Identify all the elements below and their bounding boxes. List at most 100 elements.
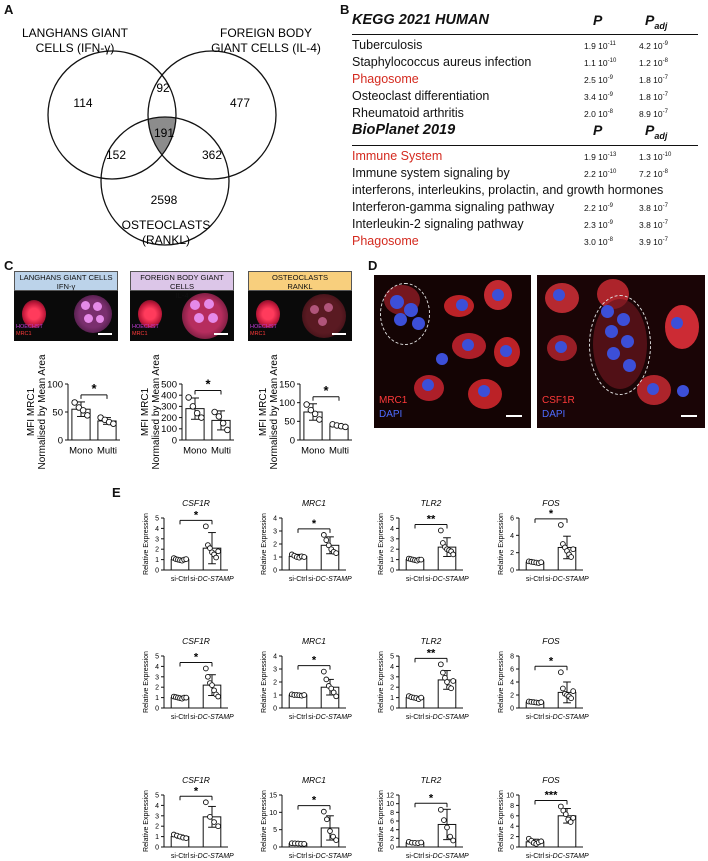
data-point: [183, 556, 190, 562]
data-point: [323, 537, 330, 543]
data-point: [202, 523, 209, 530]
data-point: [538, 559, 545, 566]
y-tick-label: 1: [390, 695, 394, 702]
y-tick-label: 6: [510, 515, 514, 522]
data-point: [557, 803, 564, 810]
x-tick-label: si-Ctrl: [406, 576, 425, 583]
y-tick-label: 0: [58, 435, 63, 446]
y-tick-label: 0: [155, 844, 159, 851]
data-point: [183, 835, 190, 842]
y-tick-label: 100: [161, 424, 177, 435]
x-tick-label: si-DC-STAMP: [190, 576, 234, 583]
y-tick-label: 5: [390, 653, 394, 660]
venn-count-foreign-only: 477: [230, 96, 250, 110]
y-tick-label: 0: [290, 435, 295, 446]
y-axis-label: Relative Expression: [143, 513, 150, 575]
scale-bar: [506, 415, 522, 417]
y-tick-label: 4: [273, 653, 277, 660]
gene-title: TLR2: [421, 498, 442, 508]
kegg-p-value: 2.5 10-9: [584, 75, 613, 85]
venn-label-langhans-1: LANGHANS GIANT: [22, 26, 129, 40]
venn-circle-foreign-body: [147, 50, 277, 180]
data-point: [84, 412, 91, 419]
y-tick-label: 1: [273, 692, 277, 699]
kegg-term: Osteoclast differentiation: [352, 89, 490, 103]
data-point: [418, 839, 425, 846]
x-tick-label: si-DC-STAMP: [190, 853, 234, 860]
y-tick-label: 4: [273, 515, 277, 522]
data-point: [328, 685, 335, 692]
micrograph-mrc1-dapi: MRC1 DAPI: [374, 275, 531, 428]
data-point: [189, 403, 197, 410]
y-tick-label: 5: [155, 515, 159, 522]
y-tick-label: 0: [155, 705, 159, 712]
micrograph-foreign-body: HOECHST MRC1: [130, 291, 234, 341]
data-point: [224, 426, 231, 434]
stain-label-mrc1-1: MRC1: [16, 331, 32, 337]
gene-title: FOS: [542, 636, 560, 646]
stain-label-hoechst-2: HOECHST: [132, 324, 159, 330]
data-point: [301, 692, 308, 698]
x-tick-label: si-DC-STAMP: [425, 576, 469, 583]
data-point: [437, 661, 444, 668]
significance-label: **: [427, 513, 436, 525]
x-tick-label: Mono: [183, 446, 207, 457]
y-tick-label: 8: [510, 803, 514, 810]
data-point: [437, 527, 444, 534]
y-tick-label: 4: [390, 827, 394, 834]
y-tick-label: 0: [155, 567, 159, 574]
y-axis-label: Relative Expression: [498, 513, 505, 575]
y-tick-label: 2: [510, 692, 514, 699]
significance-label: *: [194, 509, 199, 521]
y-tick-label: 2: [155, 685, 159, 692]
data-point: [538, 699, 545, 706]
y-tick-label: 4: [155, 664, 159, 671]
y-axis-label-1: MFI MRC1: [26, 387, 37, 436]
giant-cell-outline: [380, 283, 430, 345]
kegg-p-value: 3.4 10-9: [584, 92, 613, 102]
y-tick-label: 0: [390, 567, 394, 574]
data-point: [450, 551, 457, 558]
y-axis-label-2: Normalised by Mean Area: [151, 354, 162, 469]
col-p-header-2: P: [593, 122, 603, 138]
data-point: [418, 556, 425, 563]
data-point: [202, 665, 209, 672]
bioplanet-p-value: 2.3 10-9: [584, 220, 613, 230]
col-padj-header: Padj: [645, 12, 668, 31]
x-tick-label: si-Ctrl: [526, 853, 545, 860]
data-point: [211, 819, 217, 825]
data-point: [320, 808, 327, 815]
gene-title: MRC1: [302, 775, 326, 785]
y-tick-label: 2: [273, 679, 277, 686]
significance-label: *: [549, 508, 554, 520]
data-point: [301, 554, 308, 560]
x-tick-label: si-Ctrl: [526, 576, 545, 583]
x-tick-label: si-DC-STAMP: [308, 853, 352, 860]
bioplanet-padj-value: 3.8 10-7: [639, 203, 668, 213]
y-axis-label-2: Normalised by Mean Area: [37, 354, 48, 469]
kegg-p-value: 1.1 10-10: [584, 58, 617, 68]
data-point: [450, 837, 457, 844]
y-tick-label: 5: [155, 653, 159, 660]
y-tick-label: 8: [510, 653, 514, 660]
data-point: [568, 554, 574, 560]
y-tick-label: 300: [161, 402, 177, 413]
stain-label-mrc1-d: MRC1: [379, 395, 408, 406]
data-point: [437, 806, 444, 813]
x-tick-label: si-DC-STAMP: [545, 576, 589, 583]
y-axis-label: Relative Expression: [261, 513, 268, 575]
venn-label-langhans-2: CELLS (IFN-γ): [36, 41, 115, 55]
data-point: [183, 694, 190, 701]
y-tick-label: 10: [506, 792, 514, 799]
panel-label-b: B: [340, 2, 350, 17]
scale-bar: [98, 333, 112, 335]
data-point: [538, 838, 545, 845]
significance-label: *: [194, 785, 199, 797]
data-point: [333, 550, 340, 556]
y-tick-label: 3: [273, 666, 277, 673]
micrograph-csf1r-dapi: CSF1R DAPI: [537, 275, 705, 428]
kegg-padj-value: 8.9 10-7: [639, 109, 668, 119]
x-tick-label: si-Ctrl: [406, 853, 425, 860]
